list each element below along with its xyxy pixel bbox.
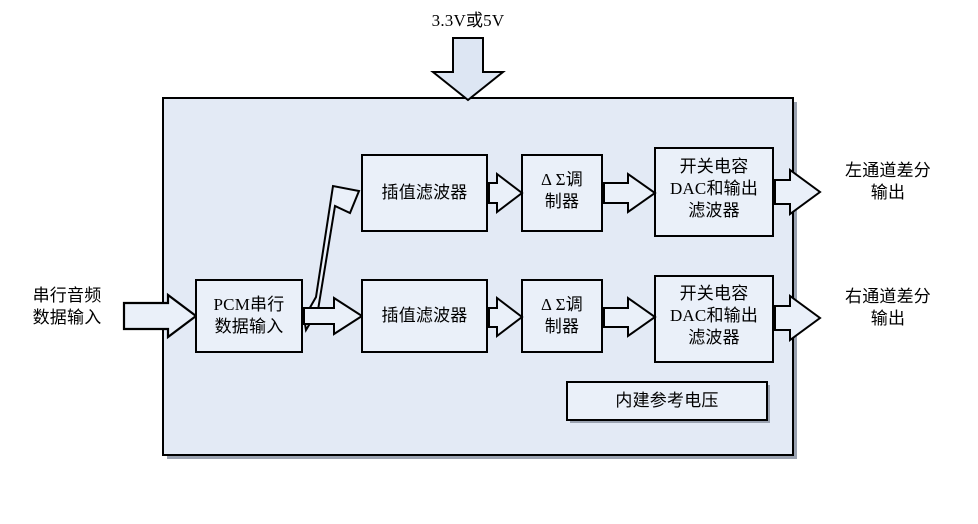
block-reference [566,381,768,421]
down-arrow-icon [430,37,506,102]
left-output-arrow-icon [774,168,822,216]
arrow-interp-to-mod-top-icon [488,171,524,215]
block-dac-bottom-label: 开关电容 DAC和输出 滤波器 [669,284,759,347]
block-interp-filter-top [361,154,488,232]
block-pcm-serial-label: PCM串行 数据输入 [213,295,285,336]
arrow-pcm-to-interp-bottom-icon [303,296,364,336]
block-modulator-bottom [521,279,603,353]
block-dac-top [654,147,774,237]
right-channel-output-label: 右通道差分 输出 [845,287,931,328]
block-reference-label: 内建参考电压 [615,391,719,410]
supply-label: 3.3V或5V [431,11,505,30]
arrow-mod-to-dac-top-icon [603,172,657,214]
block-interp-filter-bottom-label: 插值滤波器 [381,306,468,325]
input-arrow-icon [122,292,198,340]
block-interp-filter-top-label: 插值滤波器 [381,183,468,202]
block-modulator-top-label: Δ Σ调 制器 [541,170,583,211]
left-channel-output-label: 左通道差分 输出 [845,161,931,202]
block-dac-bottom [654,275,774,363]
serial-audio-input-label: 串行音频 数据输入 [32,286,102,327]
block-interp-filter-bottom [361,279,488,353]
arrow-mod-to-dac-bottom-icon [603,296,657,338]
block-modulator-top [521,154,603,232]
block-modulator-bottom-label: Δ Σ调 制器 [541,295,583,336]
right-output-arrow-icon [774,294,822,342]
arrow-interp-to-mod-bottom-icon [488,295,524,339]
block-pcm-serial [195,279,303,353]
block-dac-top-label: 开关电容 DAC和输出 滤波器 [669,157,759,220]
